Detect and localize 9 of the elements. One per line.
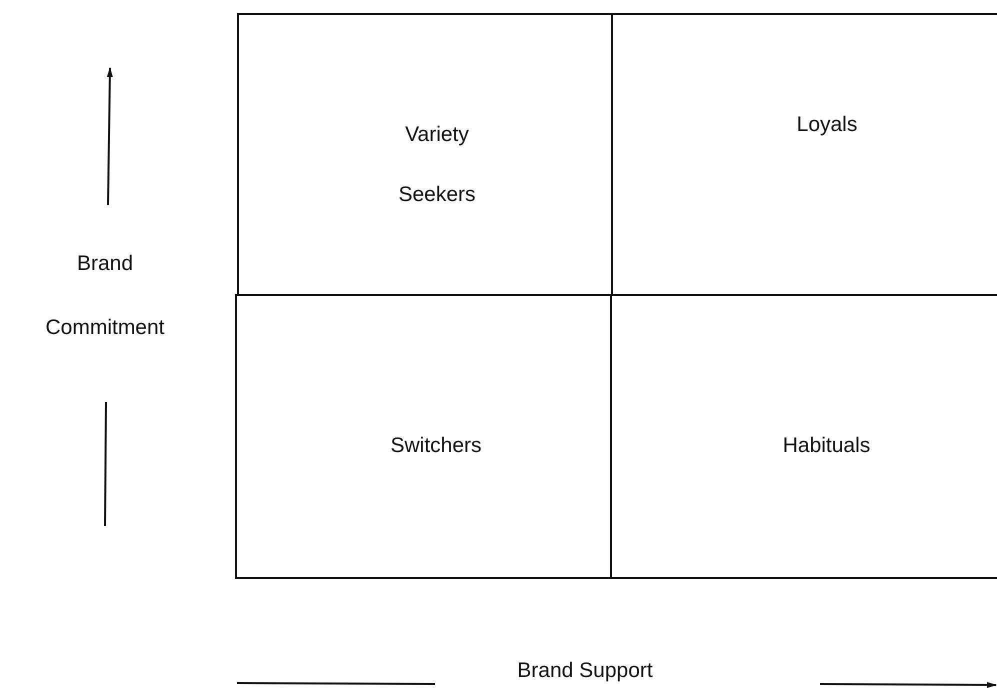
quadrant-box — [610, 294, 997, 579]
quadrant-label: Loyals — [796, 112, 858, 138]
quadrant-box — [237, 13, 613, 297]
axis-label: Brand Support — [516, 658, 654, 684]
axis-label: Brand Commitment — [44, 251, 166, 341]
quadrant-label: Variety Seekers — [397, 122, 477, 208]
quadrant-label: Switchers — [389, 433, 483, 459]
quadrant-label: Habituals — [782, 433, 872, 459]
quadrant-box — [235, 294, 613, 579]
